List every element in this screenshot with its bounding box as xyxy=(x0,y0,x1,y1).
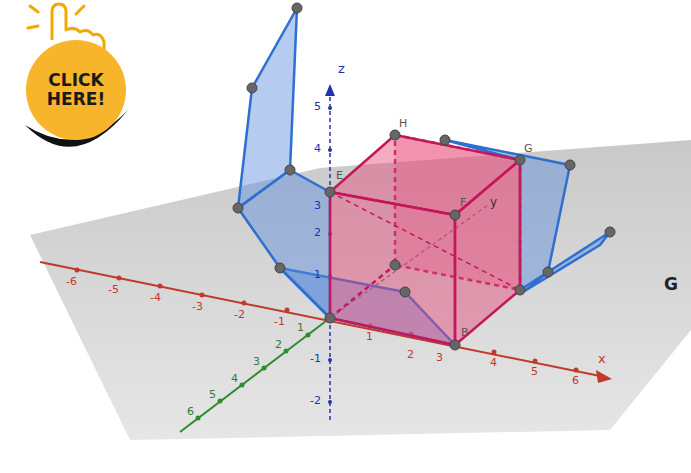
cube-front-face xyxy=(330,192,455,345)
axis-number: -1 xyxy=(274,316,285,327)
net-panels xyxy=(238,8,610,345)
shape-circle xyxy=(328,400,332,404)
axis-number: 3 xyxy=(253,356,260,367)
shape-circle xyxy=(543,267,553,277)
axis-number: 5 xyxy=(314,101,321,112)
shape-line xyxy=(76,6,84,14)
click-rays xyxy=(28,6,84,28)
right-flap xyxy=(523,232,610,292)
shape-circle xyxy=(285,165,295,175)
axis-number: 4 xyxy=(314,143,321,154)
vertex-label: F xyxy=(460,197,466,208)
shape-circle xyxy=(75,268,80,273)
shape-circle xyxy=(285,308,290,313)
cube-diagonal xyxy=(330,192,520,290)
shape-circle xyxy=(390,260,400,270)
shape-circle xyxy=(400,287,410,297)
axis-label: y xyxy=(490,196,497,208)
shape-circle xyxy=(533,359,538,364)
axis-number: 4 xyxy=(231,373,238,384)
axis-number: -6 xyxy=(66,276,77,287)
shape-circle xyxy=(262,366,267,371)
axis-number: 5 xyxy=(209,389,216,400)
shape-circle xyxy=(515,285,525,295)
shape-circle xyxy=(515,155,525,165)
shape-circle xyxy=(605,227,615,237)
axis-number: 1 xyxy=(314,269,321,280)
axis-number: 4 xyxy=(490,357,497,368)
shape-circle xyxy=(325,187,335,197)
shape-circle xyxy=(440,135,450,145)
axis-number: -2 xyxy=(310,395,321,406)
z-arrow xyxy=(325,84,335,96)
shape-circle xyxy=(242,301,247,306)
axis-number: 1 xyxy=(297,322,304,333)
axis-number: -2 xyxy=(234,309,245,320)
shape-circle xyxy=(450,210,460,220)
axis-number: -5 xyxy=(108,284,119,295)
badge-text: CLICK HERE! xyxy=(40,71,112,108)
shape-circle xyxy=(328,148,332,152)
axis-label: z xyxy=(338,62,345,75)
shape-circle xyxy=(233,203,243,213)
green-ticks xyxy=(196,333,311,421)
axis-number: 3 xyxy=(314,200,321,211)
shape-line xyxy=(30,6,38,12)
vertex-dots xyxy=(233,3,615,350)
axis-number: 5 xyxy=(531,366,538,377)
shape-circle xyxy=(306,333,311,338)
axis-number: 6 xyxy=(572,375,579,386)
cube-right-face xyxy=(455,160,520,345)
shape-circle xyxy=(158,284,163,289)
axis-number: 1 xyxy=(366,331,373,342)
click-badge: CLICK HERE! xyxy=(26,40,126,140)
shape-circle xyxy=(275,263,285,273)
vertex-label: E xyxy=(336,170,343,181)
axis-number: 3 xyxy=(436,352,443,363)
axis-number: -4 xyxy=(150,292,161,303)
cube xyxy=(330,135,520,345)
tall-panel xyxy=(238,8,297,208)
cube-hidden-edge xyxy=(330,265,395,318)
shape-circle xyxy=(200,293,205,298)
shape-circle xyxy=(247,83,257,93)
axis-number: 2 xyxy=(314,227,321,238)
shape-circle xyxy=(328,358,332,362)
shape-circle xyxy=(574,368,579,373)
axis-number: 2 xyxy=(275,339,282,350)
axis-number: 6 xyxy=(187,406,194,417)
vertex-label: G xyxy=(524,143,533,154)
vertex-label: B xyxy=(461,327,469,338)
shape-circle xyxy=(328,106,332,110)
axis-number: -1 xyxy=(310,353,321,364)
green-axis xyxy=(180,318,330,432)
shape-circle xyxy=(390,130,400,140)
vertex-label: H xyxy=(399,118,407,129)
shape-circle xyxy=(117,276,122,281)
shape-circle xyxy=(196,416,201,421)
shape-circle xyxy=(325,313,335,323)
shape-circle xyxy=(450,340,460,350)
shape-circle xyxy=(284,349,289,354)
shape-circle xyxy=(565,160,575,170)
shape-line xyxy=(28,26,38,28)
x-arrow xyxy=(596,370,612,383)
axis-number: 2 xyxy=(407,349,414,360)
axis-number: -3 xyxy=(192,301,203,312)
shape-circle xyxy=(292,3,302,13)
shape-circle xyxy=(218,399,223,404)
axis-label: x xyxy=(598,352,606,365)
shape-circle xyxy=(492,350,497,355)
shape-circle xyxy=(240,383,245,388)
z-axis-lower xyxy=(329,318,331,420)
cropped-heading: G xyxy=(664,276,678,293)
